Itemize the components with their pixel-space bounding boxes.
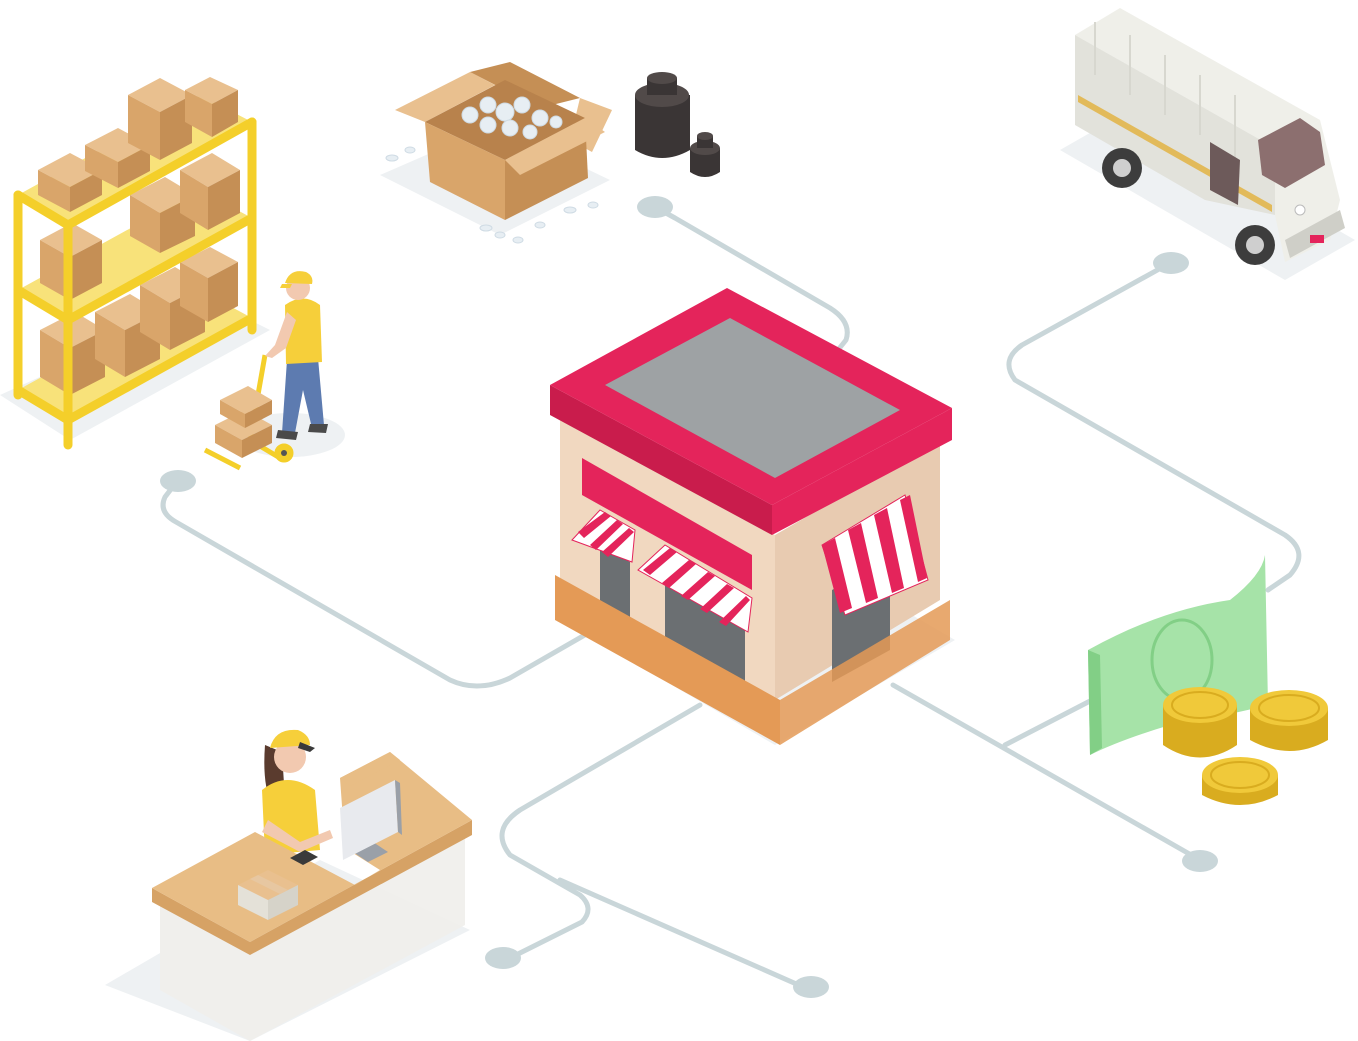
connector-warehouse-store [160, 477, 593, 689]
store-sign [582, 458, 752, 590]
van-roof-ribs [1094, 22, 1236, 160]
weights [635, 72, 720, 177]
connector-van-store [1006, 260, 1302, 593]
connector-lines [160, 204, 1302, 993]
coin-stack-front [1202, 757, 1278, 805]
worker-cap-icon [280, 271, 313, 288]
store [550, 288, 955, 745]
van-wheel-rear-hub [1113, 159, 1131, 177]
parcel-right [268, 885, 298, 920]
warehouse-shelving [0, 77, 270, 450]
connector-dots [160, 196, 1218, 998]
coin-stack-right [1250, 690, 1328, 751]
counter-front-left [160, 900, 250, 1041]
coin-stack-left [1163, 687, 1237, 758]
worker-arm [265, 312, 296, 358]
weight-large-body [635, 95, 690, 158]
store-roof-surface [605, 318, 900, 478]
shelf-frame [13, 117, 257, 450]
counter-front-right [250, 830, 465, 1041]
awning-center [637, 544, 753, 633]
van-bumper [1285, 210, 1345, 258]
card-reader [290, 850, 318, 865]
box-flap-back [470, 62, 580, 108]
van-windshield [1258, 118, 1325, 188]
cash-and-coins [1088, 555, 1328, 805]
packing-peanuts [461, 96, 563, 140]
cashier [262, 729, 333, 855]
cashier-cap-brim [298, 742, 315, 752]
weight-large-knob-top [647, 72, 677, 84]
boxes-top [38, 77, 238, 212]
box-left-face [425, 122, 505, 220]
connector-packing-store [652, 204, 850, 353]
parcel-left [238, 885, 268, 920]
store-roof-front-left [550, 385, 772, 535]
store-base-right [780, 600, 950, 745]
delivery-van [1060, 8, 1355, 280]
banknote-shade [1088, 650, 1102, 755]
connector-dot [485, 947, 521, 969]
worker-legs [282, 358, 324, 433]
spilled-peanuts [385, 146, 599, 244]
awning-right [821, 494, 929, 616]
worker-with-hand-truck [203, 271, 345, 471]
connector-dot [793, 976, 829, 998]
cashier-arms [262, 820, 333, 852]
hand-truck-hub [281, 450, 287, 456]
packing-box [380, 62, 612, 244]
worker-shirt [285, 298, 322, 364]
parcel-tape [250, 875, 288, 894]
box-flap-front [505, 118, 605, 175]
checkout-counter [105, 729, 472, 1041]
weight-small-knob-top [697, 132, 713, 140]
connector-dot [637, 196, 673, 218]
cashier-head [274, 741, 306, 773]
van-headlight [1294, 204, 1306, 216]
weight-small-body [690, 148, 720, 177]
van-cargo-top [1075, 8, 1320, 148]
van-side-window [1210, 142, 1240, 205]
connector-store-money [890, 682, 1203, 863]
boxes-bottom [40, 247, 238, 395]
store-base-left [555, 575, 780, 745]
connector-dot [1153, 252, 1189, 274]
monitor-bezel [395, 780, 402, 835]
connector-dot [160, 470, 196, 492]
van-license-plate [1310, 235, 1324, 243]
van-wheel-front-hub [1246, 236, 1264, 254]
monitor-screen [340, 780, 398, 860]
store-roof-front-right [772, 408, 952, 535]
connector-dot [1182, 850, 1218, 872]
awning-left [571, 509, 636, 563]
box-flap-left [395, 72, 495, 122]
connector-store-counter [499, 702, 813, 993]
worker-shoes [276, 424, 328, 440]
store-window-center [665, 585, 745, 692]
counter-ledge [340, 752, 400, 786]
